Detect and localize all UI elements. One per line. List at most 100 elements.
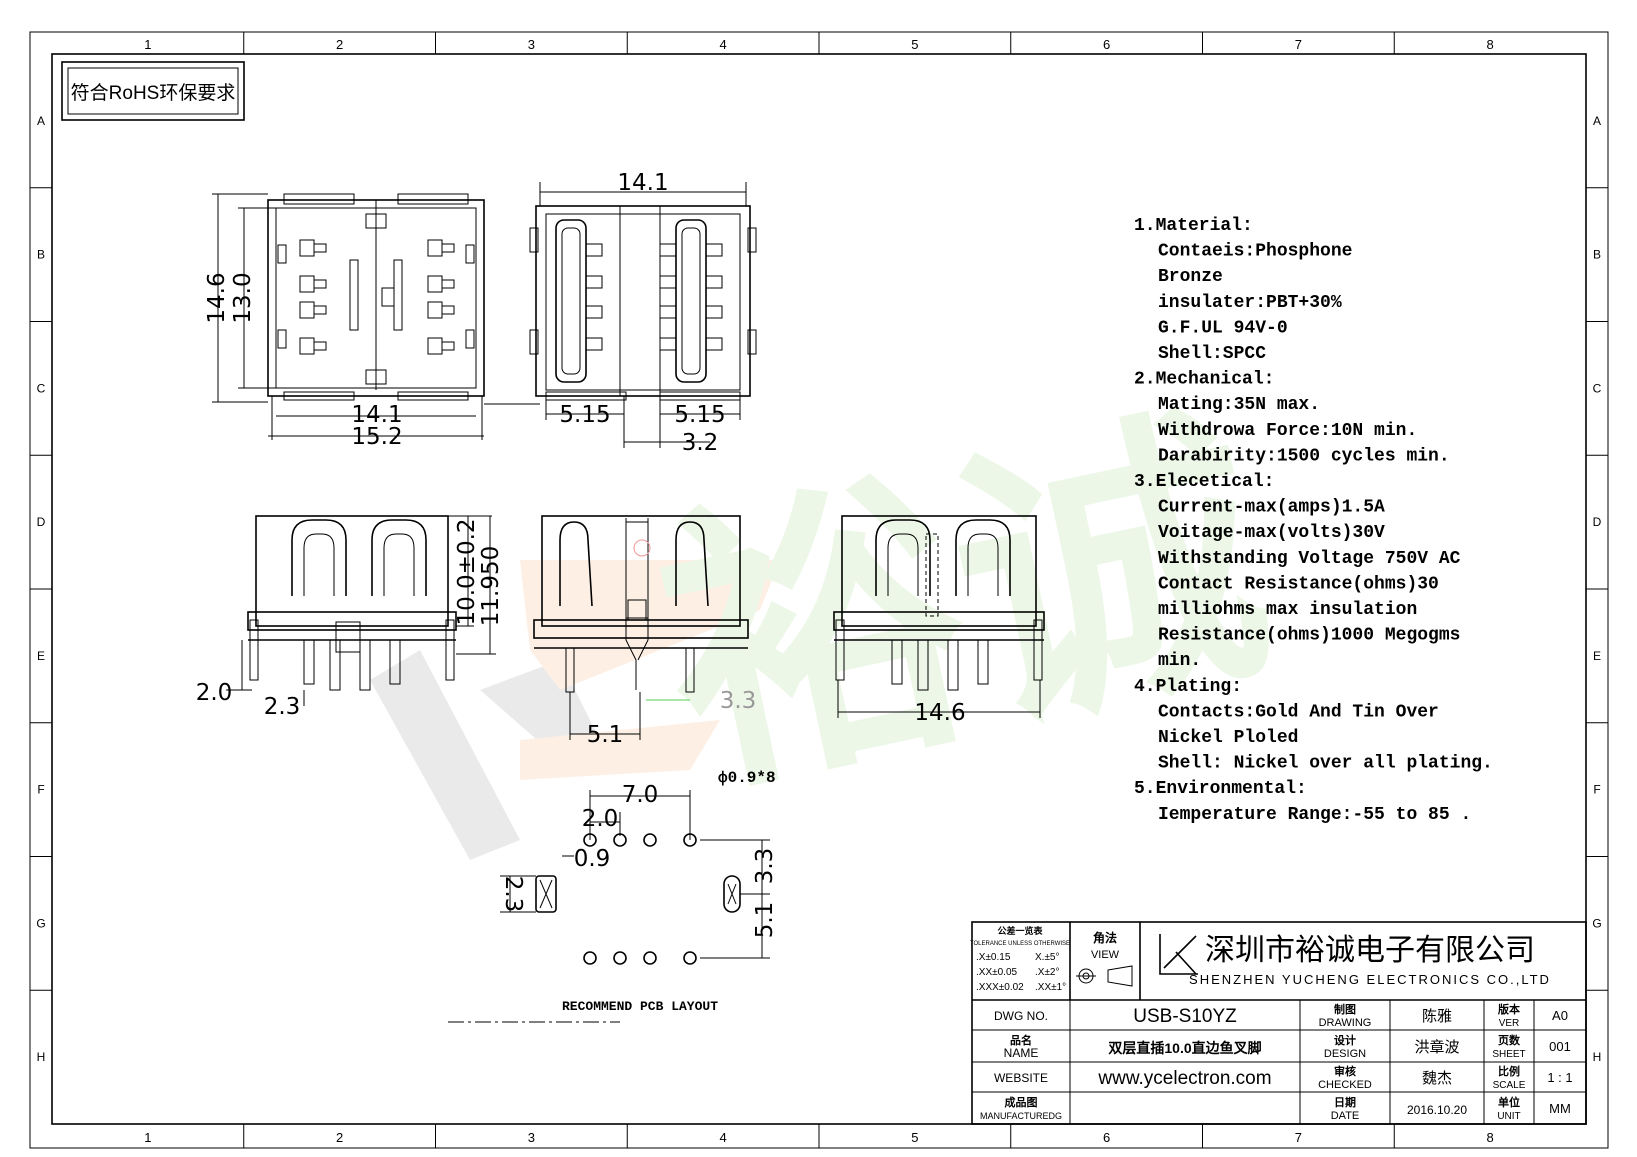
meta-label: SHEET [1492,1049,1525,1060]
meta-value: MM [1549,1101,1571,1116]
column-marker-bottom: 4 [720,1130,727,1145]
dim-pcb-row-gap: 3.3 [752,848,778,885]
column-marker-bottom: 2 [336,1130,343,1145]
spec-line: Nickel Ploled [1158,728,1298,748]
front-view-left: 10.0±0.2 11.950 2.0 2.3 [196,515,504,720]
spec-heading: 5.Environmental: [1134,779,1307,799]
row-marker-right: D [1593,515,1602,529]
column-marker-top: 6 [1103,37,1110,52]
column-marker-top: 3 [528,37,535,52]
dim-pcb-hole: 0.9 [574,846,611,872]
spec-line: Contaeis:Phosphone [1158,242,1352,262]
role-label: CHECKED [1318,1079,1372,1091]
dim-body-height: 10.0±0.2 [454,518,480,625]
row-marker-left: B [37,248,45,262]
front-view-right: 14.6 [833,515,1045,726]
spec-line: Contact Resistance(ohms)30 [1158,574,1439,594]
spec-line: Withstanding Voltage 750V AC [1158,549,1461,569]
dim-pin-span: 5.1 [587,722,624,748]
spec-line: milliohms max insulation [1158,600,1417,620]
role-label-cn: 制图 [1334,1002,1356,1016]
projection-symbol [1076,965,1133,987]
rohs-badge: 符合RoHS环保要求 [61,61,245,121]
spec-line: G.F.UL 94V-0 [1158,318,1288,338]
field-value: 双层直插10.0直边鱼叉脚 [1108,1040,1261,1056]
row-marker-left: H [37,1050,46,1064]
field-label: WEBSITE [994,1071,1048,1085]
role-label: DESIGN [1324,1048,1366,1060]
spec-heading: 4.Plating: [1134,677,1242,697]
top-view-right: 14.1 5.15 5.15 3.2 [529,170,757,456]
row-marker-right: A [1593,114,1601,128]
spec-line: Bronze [1158,267,1223,287]
role-person: 洪章波 [1414,1038,1459,1056]
field-value: www.ycelectron.com [1097,1068,1271,1089]
spec-line: Darabirity:1500 cycles min. [1158,446,1450,466]
dim-pin-gap: 3.3 [720,688,757,714]
dim-pcb-row-span: 5.1 [752,902,778,939]
spec-line: Resistance(ohms)1000 Megogms [1158,626,1460,646]
top-view-left: 14.6 13.0 14.1 15.2 [204,193,540,450]
front-view-middle: 5.1 3.3 [533,515,757,748]
column-marker-bottom: 7 [1295,1130,1302,1145]
dim-pin-offset: 2.3 [264,694,301,720]
row-marker-right: E [1593,649,1601,663]
row-marker-right: B [1593,248,1601,262]
column-marker-top: 2 [336,37,343,52]
field-label: NAME [1004,1046,1039,1060]
tolerance-linear: .XX±0.05 [976,967,1018,978]
meta-label: VER [1499,1018,1520,1029]
row-marker-left: A [37,114,45,128]
role-label-cn: 审核 [1334,1064,1356,1078]
spec-line: Mating:35N max. [1158,395,1320,415]
company-name-cn: 深圳市裕诚电子有限公司 [1205,934,1535,967]
dim-pcb-pitch: 2.0 [582,806,619,832]
company-name-en: SHENZHEN YUCHENG ELECTRONICS CO.,LTD [1189,972,1551,987]
column-marker-top: 7 [1295,37,1302,52]
spec-line: insulater:PBT+30% [1158,293,1342,313]
tolerance-angular: .XX±1° [1035,982,1066,993]
meta-label-cn: 比例 [1498,1064,1520,1078]
spec-heading: 2.Mechanical: [1134,370,1274,390]
spec-line: Current-max(amps)1.5A [1158,498,1385,518]
dim-width-top: 14.1 [617,170,668,196]
column-marker-top: 4 [720,37,727,52]
pcb-hole-note: ф0.9*8 [718,769,776,787]
pcb-layout: ф0.9*8 7.0 2.0 0.9 2.3 3.3 5.1 RECOMMEND… [448,769,778,1023]
dim-center-gap: 3.2 [682,430,719,456]
meta-label-cn: 版本 [1498,1002,1520,1016]
spec-line: Voitage-max(volts)30V [1158,523,1385,543]
tolerance-linear: .XXX±0.02 [976,982,1024,993]
tolerance-linear: .X±0.15 [976,952,1011,963]
tolerance-subtitle: TOLERANCE UNLESS OTHERWISE [970,941,1070,947]
dim-width-right: 14.6 [914,700,965,726]
column-marker-top: 1 [144,37,151,52]
row-marker-left: D [37,515,46,529]
row-marker-left: E [37,649,45,663]
row-marker-right: G [1592,916,1601,930]
field-label: MANUFACTUREDG [980,1111,1062,1121]
role-person: 2016.10.20 [1407,1103,1467,1117]
pcb-caption: RECOMMEND PCB LAYOUT [562,999,718,1014]
dim-slot-height: 2.3 [500,876,526,913]
row-marker-left: F [37,783,44,797]
dim-height-inner: 13.0 [230,272,256,323]
spec-line: min. [1158,651,1201,671]
column-marker-top: 5 [911,37,918,52]
row-marker-right: C [1593,381,1602,395]
spec-line: Shell: Nickel over all plating. [1158,754,1493,774]
column-marker-bottom: 8 [1487,1130,1494,1145]
meta-value: 1 : 1 [1547,1070,1572,1085]
spec-line: Iemperature Range:-55 to 85 . [1158,805,1471,825]
spec-line: Contacts:Gold And Tin Over [1158,702,1439,722]
tolerance-angular: .X±2° [1035,967,1060,978]
row-marker-right: H [1593,1050,1602,1064]
dim-pcb-span: 7.0 [622,782,659,808]
title-block: 公差一览表 TOLERANCE UNLESS OTHERWISE .X±0.15… [970,921,1587,1125]
meta-label-cn: 单位 [1498,1095,1520,1109]
meta-value: A0 [1552,1008,1568,1023]
field-label: DWG NO. [994,1009,1048,1023]
view-cn: 角法 [1093,930,1117,945]
